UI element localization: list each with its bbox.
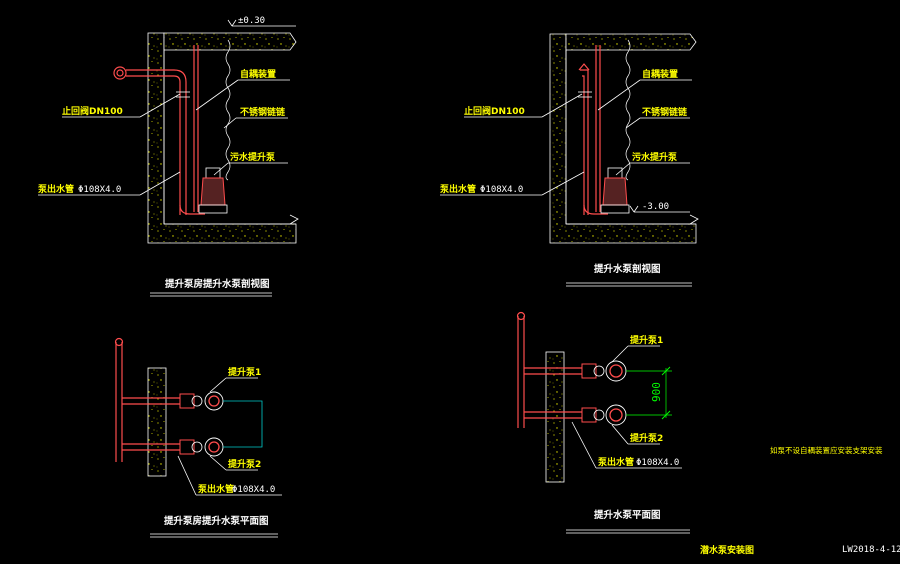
right-plan-title: 提升水泵平面图 <box>594 509 661 521</box>
left-plan-label-pump1: 提升泵1 <box>228 366 261 378</box>
right-section-title: 提升水泵剖视图 <box>594 263 661 275</box>
right-section-label-pipe-spec: Φ108X4.0 <box>480 185 523 195</box>
right-section-view: -3.00 自耦装置 不锈钢链链 污水提升泵 止回阀DN100 泵出水管 Φ10… <box>440 33 699 287</box>
right-section-level-bottom: -3.00 <box>642 202 669 212</box>
left-section-wall-left <box>147 32 297 244</box>
left-section-roof-slab <box>163 32 297 51</box>
left-section-label-check-valve: 止回阀DN100 <box>62 105 123 117</box>
right-section-label-coupling: 自耦装置 <box>642 68 678 80</box>
left-section-label-pump: 污水提升泵 <box>230 151 276 163</box>
right-section-label-pump: 污水提升泵 <box>632 151 678 163</box>
left-section-label-outlet-pipe: 泵出水管 <box>38 183 74 195</box>
left-plan-wall <box>147 367 167 477</box>
drawing-code: LW2018-4-12 <box>842 545 900 555</box>
right-section-label-outlet-pipe: 泵出水管 <box>440 183 476 195</box>
left-section-title: 提升泵房提升水泵剖视图 <box>165 278 270 290</box>
left-section-label-chain: 不锈钢链链 <box>240 106 286 118</box>
right-plan-dimension: 900 <box>650 382 663 402</box>
left-plan-title: 提升泵房提升水泵平面图 <box>164 515 269 527</box>
right-plan-label-pump1: 提升泵1 <box>630 334 663 346</box>
right-section-label-chain: 不锈钢链链 <box>642 106 688 118</box>
left-plan-label-outlet-pipe: 泵出水管 <box>198 483 234 495</box>
installation-note: 如泵不设自耦装置应安装支架安装 <box>770 445 883 455</box>
right-plan-label-pump2: 提升泵2 <box>630 432 663 444</box>
right-plan-view: 900 提升泵1 提升泵2 泵出水管 Φ108X4.0 提升水泵平面图 <box>516 311 690 534</box>
left-section-label-coupling: 自耦装置 <box>240 68 276 80</box>
left-section-label-pipe-spec: Φ108X4.0 <box>78 185 121 195</box>
left-section-level-top: ±0.30 <box>238 16 265 26</box>
right-plan-label-outlet-pipe: 泵出水管 <box>598 456 634 468</box>
right-section-roof-slab <box>565 33 697 51</box>
right-section-label-check-valve: 止回阀DN100 <box>464 105 525 117</box>
left-plan-label-pipe-spec: Φ108X4.0 <box>232 485 275 495</box>
right-plan-wall <box>545 351 565 483</box>
right-plan-label-pipe-spec: Φ108X4.0 <box>636 458 679 468</box>
left-plan-view: 提升泵1 提升泵2 泵出水管 Φ108X4.0 提升泵房提升水泵平面图 <box>114 337 282 538</box>
left-section-view: ±0.30 自耦装置 不锈钢链链 污水提升泵 止回阀DN100 <box>38 16 299 297</box>
left-plan-label-pump2: 提升泵2 <box>228 458 261 470</box>
sheet-title: 潜水泵安装图 <box>700 544 754 556</box>
